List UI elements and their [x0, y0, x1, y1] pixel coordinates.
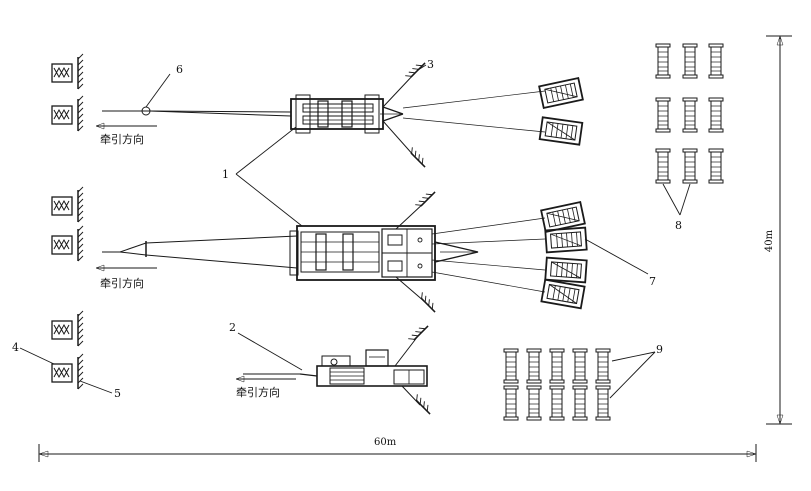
width-dimension-label: 60m — [374, 437, 397, 448]
pull-direction-text-top: 牵引方向 — [100, 132, 144, 146]
reel-trolley-group-top — [538, 77, 584, 146]
height-dimension — [766, 35, 792, 425]
cable-drum-group-9 — [503, 348, 611, 421]
pull-direction-text-bottom: 牵引方向 — [236, 385, 280, 399]
label-8: 8 — [675, 219, 682, 232]
label-4: 4 — [12, 341, 19, 354]
label-6: 6 — [176, 63, 183, 76]
label-1: 1 — [222, 168, 229, 181]
ground-anchor-group — [51, 53, 84, 390]
bottom-puller-machine — [243, 321, 435, 415]
label-2: 2 — [229, 321, 236, 334]
label-7: 7 — [649, 275, 656, 288]
cable-drum-group-8 — [655, 43, 724, 184]
label-5: 5 — [114, 387, 121, 400]
middle-tensioner-machine — [102, 187, 546, 313]
pull-direction-arrow-middle — [95, 264, 157, 272]
width-dimension — [38, 444, 757, 462]
height-dimension-label: 40m — [764, 229, 775, 252]
reel-trolley-group-middle — [540, 201, 588, 310]
label-9: 9 — [656, 343, 663, 356]
pull-direction-arrow-bottom — [235, 375, 296, 383]
label-3: 3 — [427, 58, 434, 71]
pull-direction-arrow-top — [95, 122, 157, 130]
pull-direction-text-middle: 牵引方向 — [100, 276, 144, 290]
top-tensioner-machine — [102, 58, 546, 168]
